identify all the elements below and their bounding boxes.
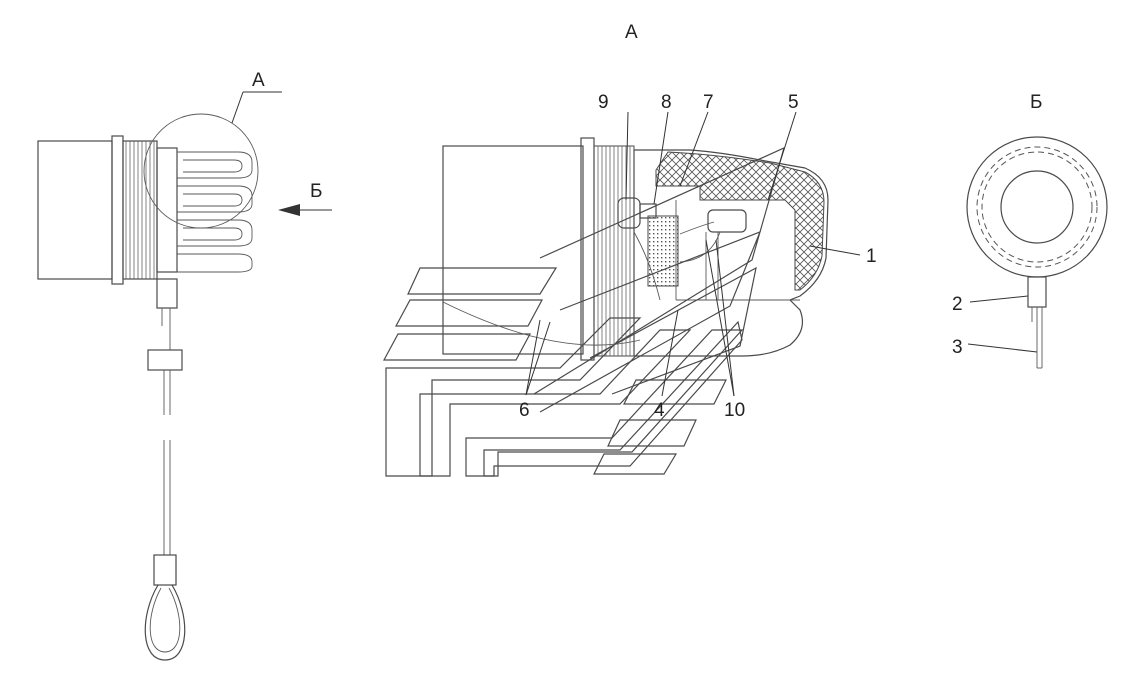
section-cut-lines [533,146,785,413]
detail-view-title: А [625,22,638,43]
side-view: А Б [37,70,332,661]
cable-loops [177,151,253,273]
cable-ferrule [147,349,183,371]
detail-view-a: А [382,22,877,477]
end-inner-circle [1000,170,1074,244]
end-view-b: Б 2 3 [952,92,1108,369]
callout-10: 10 [724,400,745,421]
detail-leader-a [231,91,244,124]
break-blocks [382,267,744,477]
curved-guide [442,301,641,346]
housing-section-hatch [655,151,825,291]
body-outline [442,145,584,355]
cable-crimp [153,554,177,586]
end-dashed-circle-2 [981,151,1093,263]
cable-sleeve-top [156,278,178,309]
callout-2: 2 [952,294,963,315]
callout-9: 9 [598,92,609,113]
callout-6: 6 [519,400,530,421]
callout-1: 1 [866,246,877,267]
plug-collar [156,147,178,273]
callout-leaders [525,111,861,397]
callout-7: 7 [703,92,714,113]
end-cable-sleeve [1027,276,1047,308]
internal-pin [707,209,747,233]
detail-marker-a: А [252,70,265,91]
housing-part-1 [633,149,829,357]
callout-5: 5 [788,92,799,113]
view-arrow-b [278,204,300,216]
end-dashed-circle-1 [976,146,1098,268]
plug-flange [111,135,124,285]
plug-knurled-nut [122,140,158,280]
cable-loop-end [144,584,186,661]
contact-sleeve [639,203,657,219]
end-view-title: Б [1030,92,1042,113]
callout-8: 8 [661,92,672,113]
callout-3: 3 [952,337,963,358]
plug-body [37,140,113,280]
detail-circle-a [143,113,259,229]
body-knurl [593,145,635,357]
end-outer-circle [966,136,1108,278]
callout-4: 4 [654,400,665,421]
view-arrow-label-b: Б [310,181,322,202]
